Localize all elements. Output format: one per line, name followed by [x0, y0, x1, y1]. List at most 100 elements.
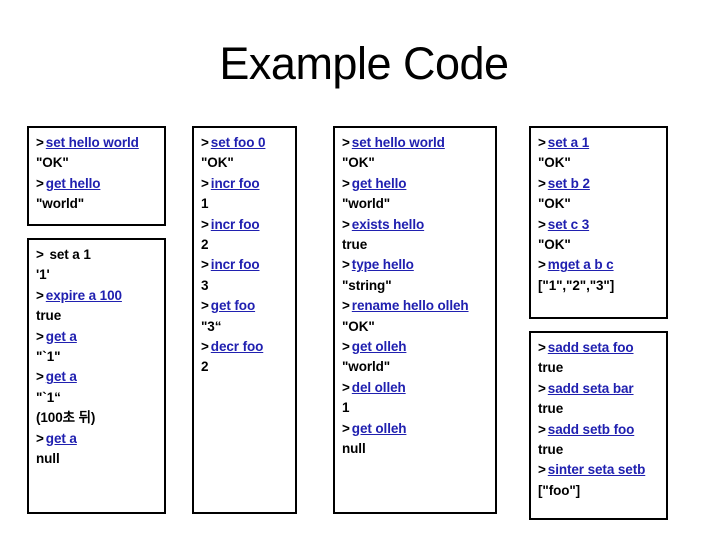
command-link[interactable]: incr foo	[210, 257, 260, 273]
output-text: "OK"	[538, 196, 571, 212]
console-command-line[interactable]: >set hello world	[36, 133, 164, 153]
command-link[interactable]: set hello world	[351, 135, 445, 150]
console-command-line[interactable]: >set foo 0	[201, 133, 295, 153]
command-link[interactable]: get a	[45, 328, 77, 344]
prompt-caret-icon: >	[36, 369, 44, 385]
output-text: 3	[201, 277, 209, 293]
prompt-caret-icon: >	[538, 175, 546, 191]
prompt-caret-icon: >	[201, 257, 209, 273]
console-command-line[interactable]: > set a 1	[36, 245, 164, 265]
output-text: "OK"	[201, 155, 234, 171]
output-text: "world"	[342, 196, 391, 212]
output-text: "string"	[342, 277, 392, 293]
command-link[interactable]: get foo	[210, 298, 256, 314]
console-command-line[interactable]: >sadd seta foo	[538, 338, 666, 358]
command-link[interactable]: set c 3	[547, 216, 590, 232]
console-output-line: 2	[201, 357, 295, 377]
output-text: "OK"	[36, 155, 69, 171]
command-link[interactable]: set a 1	[547, 135, 590, 150]
console-output-line: "OK"	[538, 194, 666, 214]
console-output-line: 3	[201, 276, 295, 296]
console-command-line[interactable]: >get foo	[201, 296, 295, 316]
output-text: true	[538, 401, 564, 417]
console-output-line: "3“	[201, 317, 295, 337]
command-link[interactable]: type hello	[351, 257, 414, 273]
command-link[interactable]: decr foo	[210, 339, 264, 355]
console-command-line[interactable]: >set b 2	[538, 174, 666, 194]
command-link[interactable]: get olleh	[351, 420, 407, 436]
console-command-line[interactable]: >get olleh	[342, 419, 495, 439]
output-text: 2	[201, 237, 209, 253]
console-command-line[interactable]: >get hello	[342, 174, 495, 194]
output-text: "world"	[36, 196, 85, 212]
console-output-line: "world"	[342, 357, 495, 377]
prompt-caret-icon: >	[538, 135, 546, 150]
command-link[interactable]: set b 2	[547, 175, 590, 191]
command-link[interactable]: incr foo	[210, 175, 260, 191]
console-command-line[interactable]: >set hello world	[342, 133, 495, 153]
command-link[interactable]: get olleh	[351, 339, 407, 355]
console-output-line: "OK"	[201, 153, 295, 173]
console-command-line[interactable]: >decr foo	[201, 337, 295, 357]
console-output-line: true	[342, 235, 495, 255]
console-output-line: '1'	[36, 265, 164, 285]
console-command-line[interactable]: >sinter seta setb	[538, 460, 666, 480]
console-command-line[interactable]: >type hello	[342, 255, 495, 275]
console-output-line: true	[538, 399, 666, 419]
command-link[interactable]: sadd setb foo	[547, 421, 635, 437]
command-link[interactable]: set hello world	[45, 135, 139, 150]
console-command-line[interactable]: >get a	[36, 367, 164, 387]
console-output-line: "`1"	[36, 347, 164, 367]
code-box-column3-block1: >set hello world"OK">get hello"world">ex…	[333, 126, 497, 514]
output-text: null	[342, 441, 366, 457]
command-link[interactable]: get hello	[351, 175, 407, 191]
console-command-line[interactable]: >set c 3	[538, 215, 666, 235]
command-link[interactable]: mget a b c	[547, 257, 614, 273]
prompt-caret-icon: >	[201, 298, 209, 314]
command-link[interactable]: set foo 0	[210, 135, 266, 150]
output-text: (100초 뒤)	[36, 410, 96, 426]
console-command-line[interactable]: >sadd seta bar	[538, 379, 666, 399]
command-link[interactable]: get hello	[45, 175, 101, 191]
prompt-caret-icon: >	[36, 175, 44, 191]
console-command-line[interactable]: >expire a 100	[36, 286, 164, 306]
command-link[interactable]: expire a 100	[45, 287, 122, 303]
console-command-line[interactable]: >get olleh	[342, 337, 495, 357]
console-command-line[interactable]: >rename hello olleh	[342, 296, 495, 316]
prompt-caret-icon: >	[201, 216, 209, 232]
console-command-line[interactable]: >get a	[36, 429, 164, 449]
output-text: true	[538, 442, 564, 458]
output-text: "OK"	[538, 155, 571, 171]
console-command-line[interactable]: >sadd setb foo	[538, 420, 666, 440]
console-command-line[interactable]: >get a	[36, 327, 164, 347]
prompt-caret-icon: >	[538, 340, 546, 355]
command-link[interactable]: sadd seta bar	[547, 380, 634, 396]
prompt-caret-icon: >	[342, 379, 350, 395]
console-command-line[interactable]: >get hello	[36, 174, 164, 194]
command-link[interactable]: sinter seta setb	[547, 462, 646, 478]
command-link[interactable]: del olleh	[351, 379, 406, 395]
console-output-line: null	[36, 449, 164, 469]
code-box-column4-block1: >set a 1"OK">set b 2"OK">set c 3"OK">mge…	[529, 126, 668, 319]
output-text: "3“	[201, 318, 222, 334]
console-command-line[interactable]: >incr foo	[201, 215, 295, 235]
console-output-line: "world"	[36, 194, 164, 214]
console-command-line[interactable]: >incr foo	[201, 174, 295, 194]
console-command-line[interactable]: >set a 1	[538, 133, 666, 153]
console-command-line[interactable]: >mget a b c	[538, 255, 666, 275]
command-link[interactable]: get a	[45, 369, 77, 385]
console-command-line[interactable]: >exists hello	[342, 215, 495, 235]
command-link[interactable]: incr foo	[210, 216, 260, 232]
command-link[interactable]: get a	[45, 430, 77, 446]
console-output-line: "OK"	[36, 153, 164, 173]
command-link[interactable]: rename hello olleh	[351, 298, 469, 314]
command-link[interactable]: exists hello	[351, 216, 425, 232]
console-output-line: null	[342, 439, 495, 459]
prompt-caret-icon: >	[342, 257, 350, 273]
console-command-line[interactable]: >del olleh	[342, 378, 495, 398]
console-command-line[interactable]: >incr foo	[201, 255, 295, 275]
console-output-line: "OK"	[342, 153, 495, 173]
output-text: "world"	[342, 359, 391, 375]
command-link[interactable]: sadd seta foo	[547, 340, 634, 355]
